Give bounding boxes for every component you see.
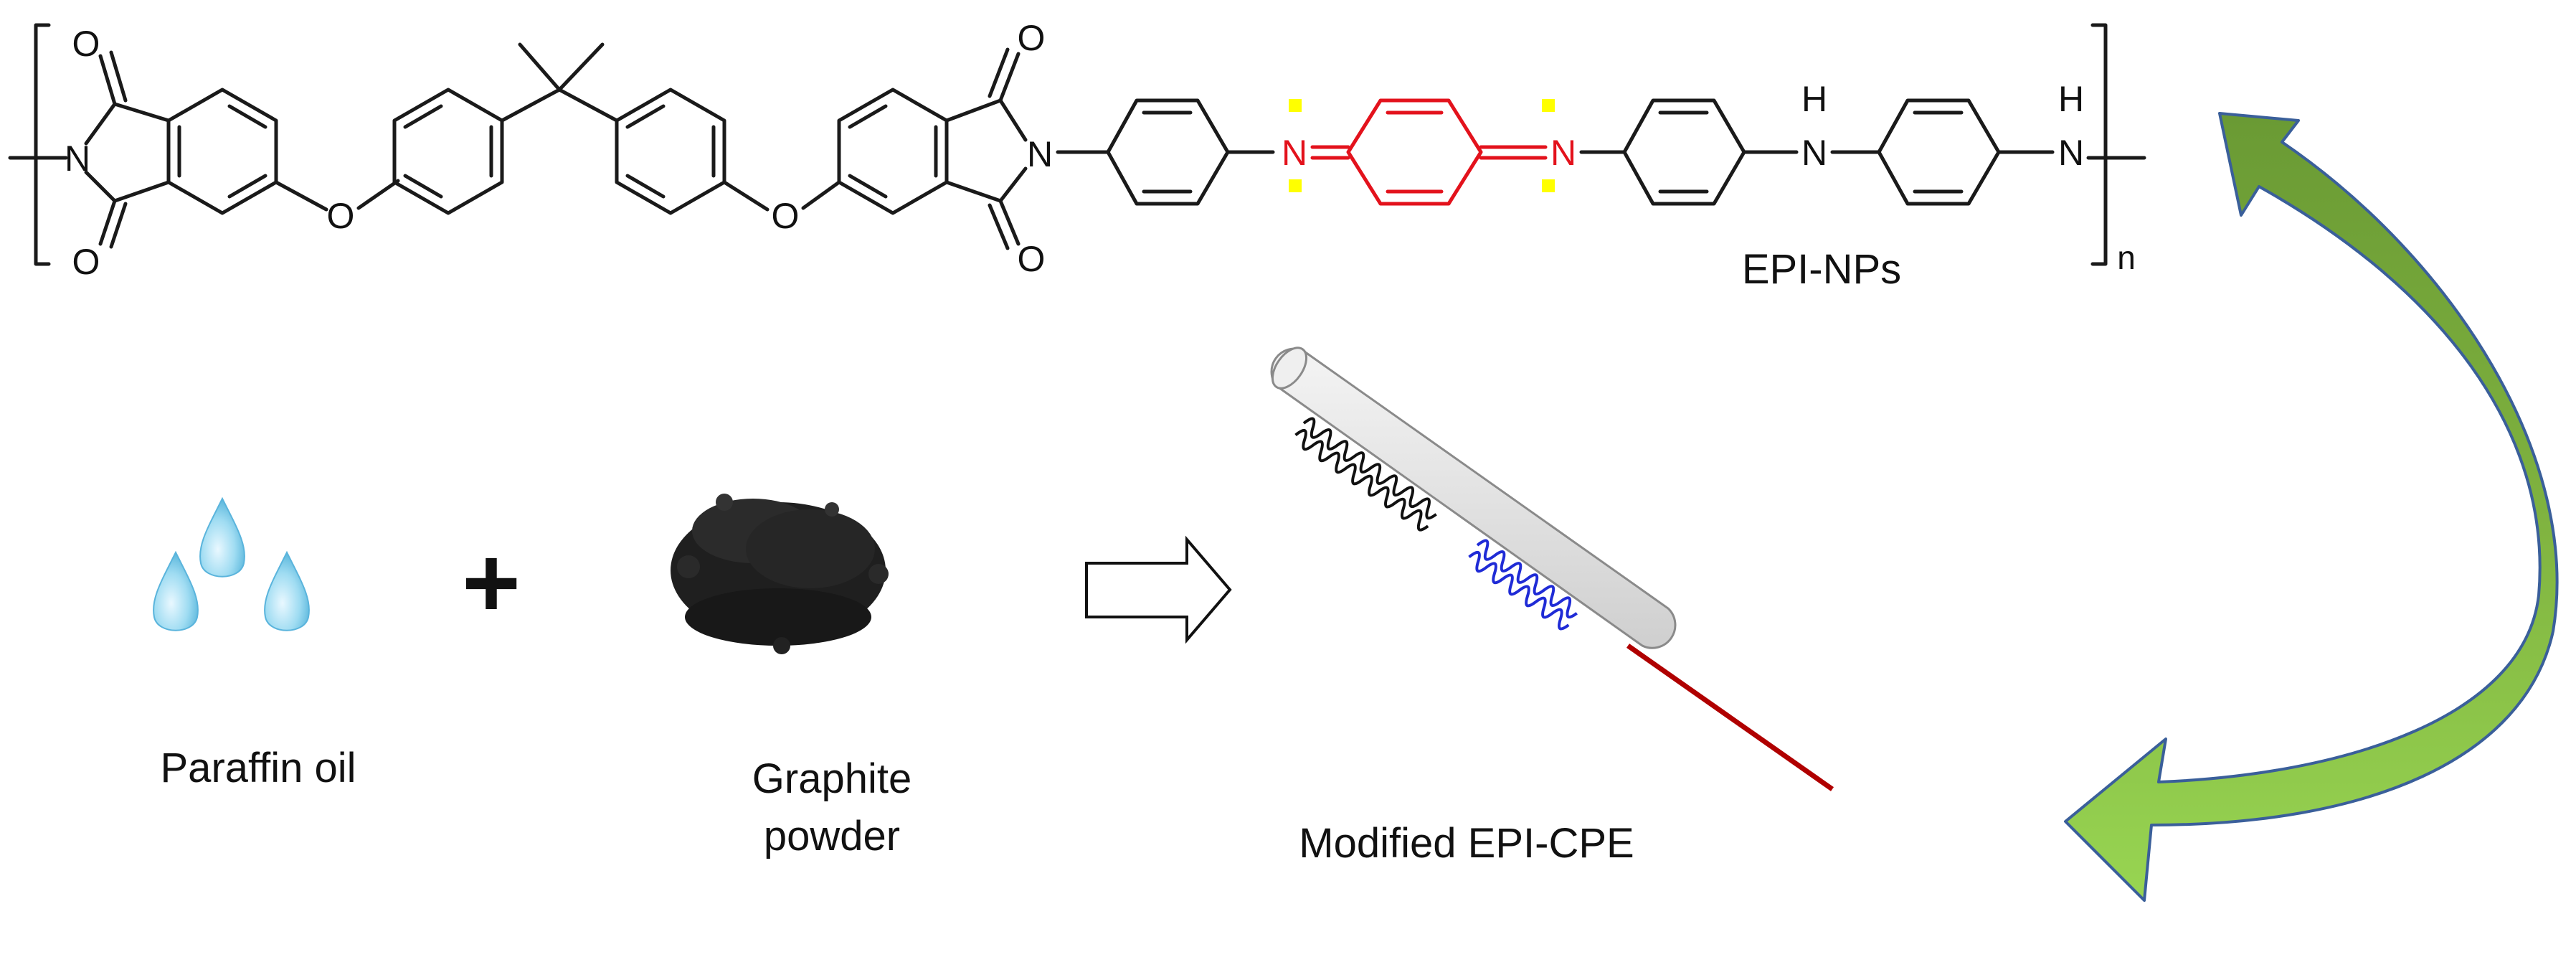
atom-ether-o1: O [327, 196, 355, 236]
atom-amine-n1: N [1801, 133, 1827, 173]
atom-ether-o2: O [772, 196, 800, 236]
atom-amine-h2: H [2058, 79, 2084, 119]
graphite-label-line1: Graphite [752, 755, 911, 802]
phenyl-a [392, 88, 504, 215]
atom-amine-n2: N [2058, 133, 2084, 173]
atom-amine-h1: H [1801, 79, 1827, 119]
right-bracket [2090, 23, 2108, 266]
atom-imine-n1: N [1282, 133, 1307, 173]
lone-pair-dot [1289, 179, 1302, 192]
atom-n1: N [65, 138, 90, 179]
droplet-icon [199, 496, 245, 578]
modified-paste-coil [1468, 550, 1570, 631]
lone-pair-dot [1289, 99, 1302, 112]
electrode-tube [1270, 347, 1677, 649]
atom-o1: O [72, 24, 100, 64]
curved-arrow-icon [2064, 112, 2559, 902]
atom-n2: N [1027, 134, 1053, 174]
droplet-icon [153, 550, 199, 631]
phenyl-e [1877, 98, 2055, 206]
graphite-label-line2: powder [764, 813, 900, 859]
phenyl-d [1622, 98, 1799, 206]
phenyl-c [1106, 98, 1275, 206]
electrode-icon [1270, 347, 1834, 791]
lone-pair-dot [1542, 99, 1555, 112]
isopropylidene-bridge [500, 42, 619, 123]
graphite-paste-coil [1294, 428, 1429, 532]
left-bracket [34, 23, 51, 266]
repeat-subscript: n [2117, 239, 2136, 276]
paraffin-oil-label: Paraffin oil [161, 745, 356, 791]
phthalimide-2: O N O [837, 18, 1110, 279]
lone-pair-dot [1542, 179, 1555, 192]
modified-paste-coil [1476, 539, 1578, 619]
graphite-pile-icon [671, 494, 889, 654]
plus-sign: + [462, 526, 521, 639]
atom-o3: O [1018, 18, 1046, 58]
paraffin-oil-droplets [153, 496, 310, 631]
polymer-name-label: EPI-NPs [1742, 246, 1901, 293]
epi-polymer-structure: O N O O [8, 18, 2146, 293]
atom-imine-n2: N [1550, 133, 1576, 173]
atom-o4: O [1018, 239, 1046, 279]
hollow-arrow-icon [1085, 535, 1232, 644]
graphite-paste-coil [1302, 417, 1437, 520]
electrode-tube-end [1271, 347, 1308, 390]
electrode-label: Modified EPI-CPE [1299, 820, 1634, 867]
droplet-icon [264, 550, 310, 631]
electrode-wire [1626, 644, 1834, 791]
quinoid-ring [1346, 98, 1483, 206]
phenyl-b [615, 88, 770, 215]
atom-o2: O [72, 242, 100, 282]
phthalimide-1: O N O [55, 24, 328, 282]
